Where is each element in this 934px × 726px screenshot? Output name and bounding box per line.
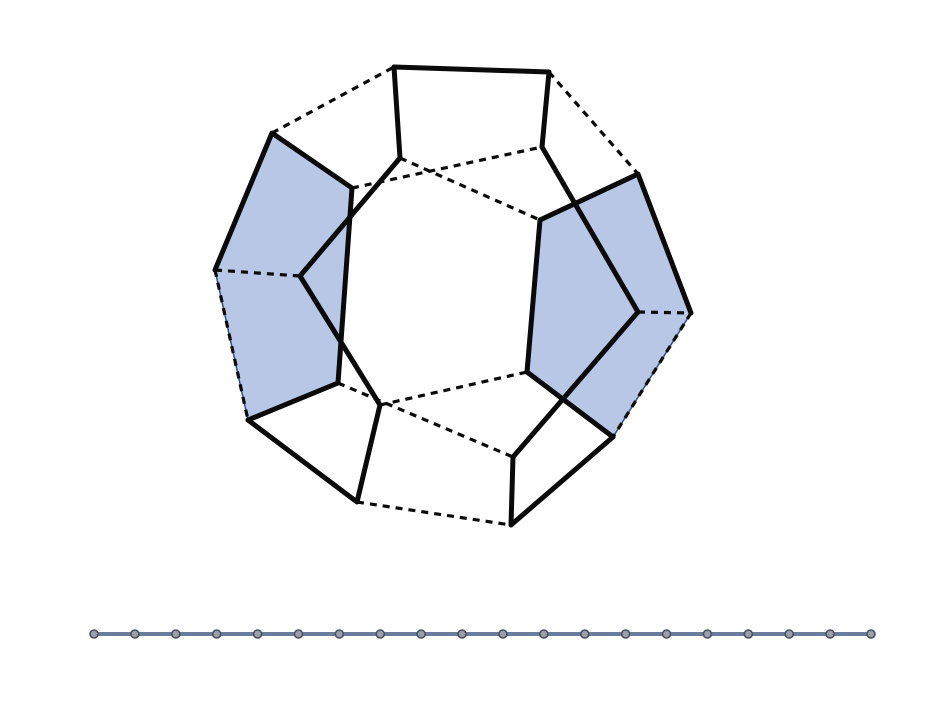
slider[interactable]	[89, 629, 876, 639]
slider-tick[interactable]	[170, 629, 181, 639]
slider-thumb[interactable]	[89, 629, 99, 639]
visible-edge	[245, 402, 383, 505]
slider-tick[interactable]	[252, 629, 263, 639]
hidden-edge	[379, 370, 528, 407]
slider-tick[interactable]	[825, 629, 835, 639]
visible-edge	[508, 434, 616, 528]
slider-tick[interactable]	[702, 629, 713, 639]
visible-edge	[524, 369, 616, 440]
slider-tick[interactable]	[539, 629, 549, 639]
slider-tick[interactable]	[661, 629, 672, 639]
hidden-edge	[547, 70, 640, 176]
visible-edge	[391, 64, 403, 161]
visible-edge	[391, 64, 552, 150]
hidden-edge	[611, 312, 693, 438]
hidden-edge	[399, 156, 541, 222]
slider-tick[interactable]	[620, 629, 631, 639]
slider-tick[interactable]	[293, 629, 304, 639]
slider-tick[interactable]	[334, 629, 345, 639]
slider-tick[interactable]	[211, 629, 222, 639]
slider-tick[interactable]	[375, 629, 386, 639]
slider-tick[interactable]	[130, 629, 140, 639]
slider-tick[interactable]	[498, 629, 508, 639]
hidden-edge	[637, 310, 692, 315]
visible-edge	[212, 130, 355, 423]
visible-edge	[524, 171, 694, 375]
hidden-edge	[214, 268, 301, 278]
hidden-edge	[271, 65, 395, 135]
hidden-edge	[351, 145, 543, 190]
slider-tick[interactable]	[743, 629, 754, 639]
slider-tick[interactable]	[866, 629, 876, 639]
slider-tick[interactable]	[416, 629, 426, 639]
visible-edge	[510, 144, 641, 460]
slider-tick[interactable]	[457, 629, 467, 639]
slider-tick[interactable]	[784, 629, 795, 639]
slider-ticks	[89, 629, 876, 639]
hidden-edges	[213, 65, 693, 527]
visible-edge	[297, 155, 403, 408]
hidden-edge	[356, 500, 512, 527]
slider-tick[interactable]	[579, 629, 590, 639]
hidden-edge	[337, 381, 514, 459]
visible-edges	[212, 64, 694, 528]
